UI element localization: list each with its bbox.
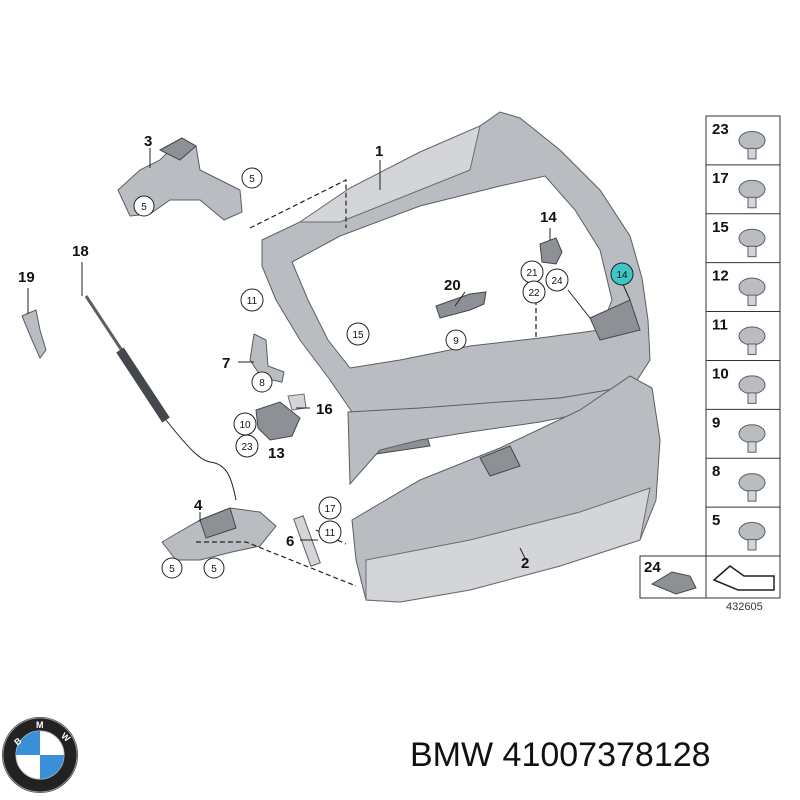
legend-item-9: 9 — [712, 414, 720, 431]
legend-item-17: 17 — [712, 170, 729, 187]
callout-6: 6 — [286, 533, 294, 550]
bolt-6 — [293, 515, 321, 567]
callout-7: 7 — [222, 355, 230, 372]
circled-callout: 5 — [203, 557, 225, 579]
svg-text:5: 5 — [249, 174, 255, 185]
callout-1: 1 — [375, 143, 383, 160]
circled-callout: 5 — [0, 0, 3, 3]
circled-callout: 23 — [235, 434, 259, 458]
diagram-code: 432605 — [726, 601, 763, 613]
svg-text:10: 10 — [239, 420, 251, 431]
bmw-logo: B M W — [2, 717, 78, 793]
svg-text:23: 23 — [241, 442, 253, 453]
brand-make: BMW — [410, 736, 494, 774]
circled-callout-highlighted: 14 — [610, 262, 634, 286]
tailgate-outer-panel — [351, 375, 661, 603]
arrow-icon — [712, 565, 775, 591]
svg-text:5: 5 — [211, 564, 217, 575]
legend-item-23: 23 — [712, 121, 729, 138]
callout-20: 20 — [444, 277, 461, 294]
circled-callout: 8 — [251, 371, 273, 393]
circled-callout: 5 — [241, 167, 263, 189]
logo-letter-b: B — [12, 735, 24, 747]
svg-text:9: 9 — [453, 336, 459, 347]
latch-7 — [249, 333, 285, 383]
part-number: 41007378128 — [502, 736, 711, 774]
circled-callout: 10 — [233, 412, 257, 436]
brand-part-label: BMW 41007378128 — [410, 736, 711, 775]
callout-4: 4 — [194, 497, 203, 514]
fastener-icon — [738, 326, 766, 355]
svg-text:22: 22 — [528, 288, 540, 299]
callout-16: 16 — [316, 401, 333, 418]
fastener-icon — [738, 522, 766, 551]
bump-stop-14 — [539, 237, 563, 265]
svg-text:15: 15 — [352, 330, 364, 341]
handle-20 — [435, 291, 487, 319]
fastener-icon — [738, 130, 766, 160]
legend-item-8: 8 — [712, 463, 720, 480]
latch-13 — [255, 393, 307, 441]
svg-text:24: 24 — [551, 276, 563, 287]
legend-item-11: 11 — [712, 317, 728, 334]
legend-item-5: 5 — [712, 512, 720, 529]
legend-item-10: 10 — [712, 365, 729, 382]
svg-text:11: 11 — [325, 528, 336, 539]
fastener-icon — [738, 228, 766, 258]
circled-callout: 5 — [133, 195, 155, 217]
circled-callout: 15 — [346, 322, 370, 346]
lower-hinge — [161, 507, 277, 561]
logo-letter-m: M — [36, 720, 44, 730]
legend-item-12: 12 — [712, 268, 729, 285]
gas-strut — [84, 295, 237, 501]
fastener-legend: 23 17 15 12 11 10 9 8 5 24 432605 — [639, 115, 781, 613]
callout-14: 14 — [540, 209, 557, 226]
svg-text:5: 5 — [141, 202, 147, 213]
legend-item-15: 15 — [712, 219, 729, 236]
svg-text:17: 17 — [324, 504, 336, 515]
fastener-icon — [738, 473, 766, 502]
legend-item-24: 24 — [644, 559, 661, 576]
circled-callout: 17 — [318, 496, 342, 520]
callout-3: 3 — [144, 133, 152, 150]
bracket-19 — [21, 309, 47, 359]
clip-24-icon — [650, 571, 697, 595]
circled-callout: 11 — [318, 520, 342, 544]
svg-text:5: 5 — [169, 564, 175, 575]
circled-callout: 9 — [445, 329, 467, 351]
svg-text:8: 8 — [259, 378, 265, 389]
fastener-icon — [738, 375, 766, 404]
fastener-icon — [738, 277, 766, 307]
fastener-icon — [738, 424, 766, 453]
callout-13: 13 — [268, 445, 285, 462]
callout-2: 2 — [521, 555, 529, 572]
circled-callout: 5 — [161, 557, 183, 579]
svg-text:11: 11 — [247, 296, 258, 307]
fastener-icon — [738, 179, 766, 209]
svg-text:14: 14 — [616, 270, 628, 281]
circled-callout: 24 — [545, 268, 569, 292]
svg-text:21: 21 — [526, 268, 538, 279]
circled-callout: 11 — [240, 288, 264, 312]
circled-callout: 21 — [520, 260, 544, 284]
callout-18: 18 — [72, 243, 89, 260]
callout-19: 19 — [18, 269, 35, 286]
circled-callout: 22 — [522, 280, 546, 304]
